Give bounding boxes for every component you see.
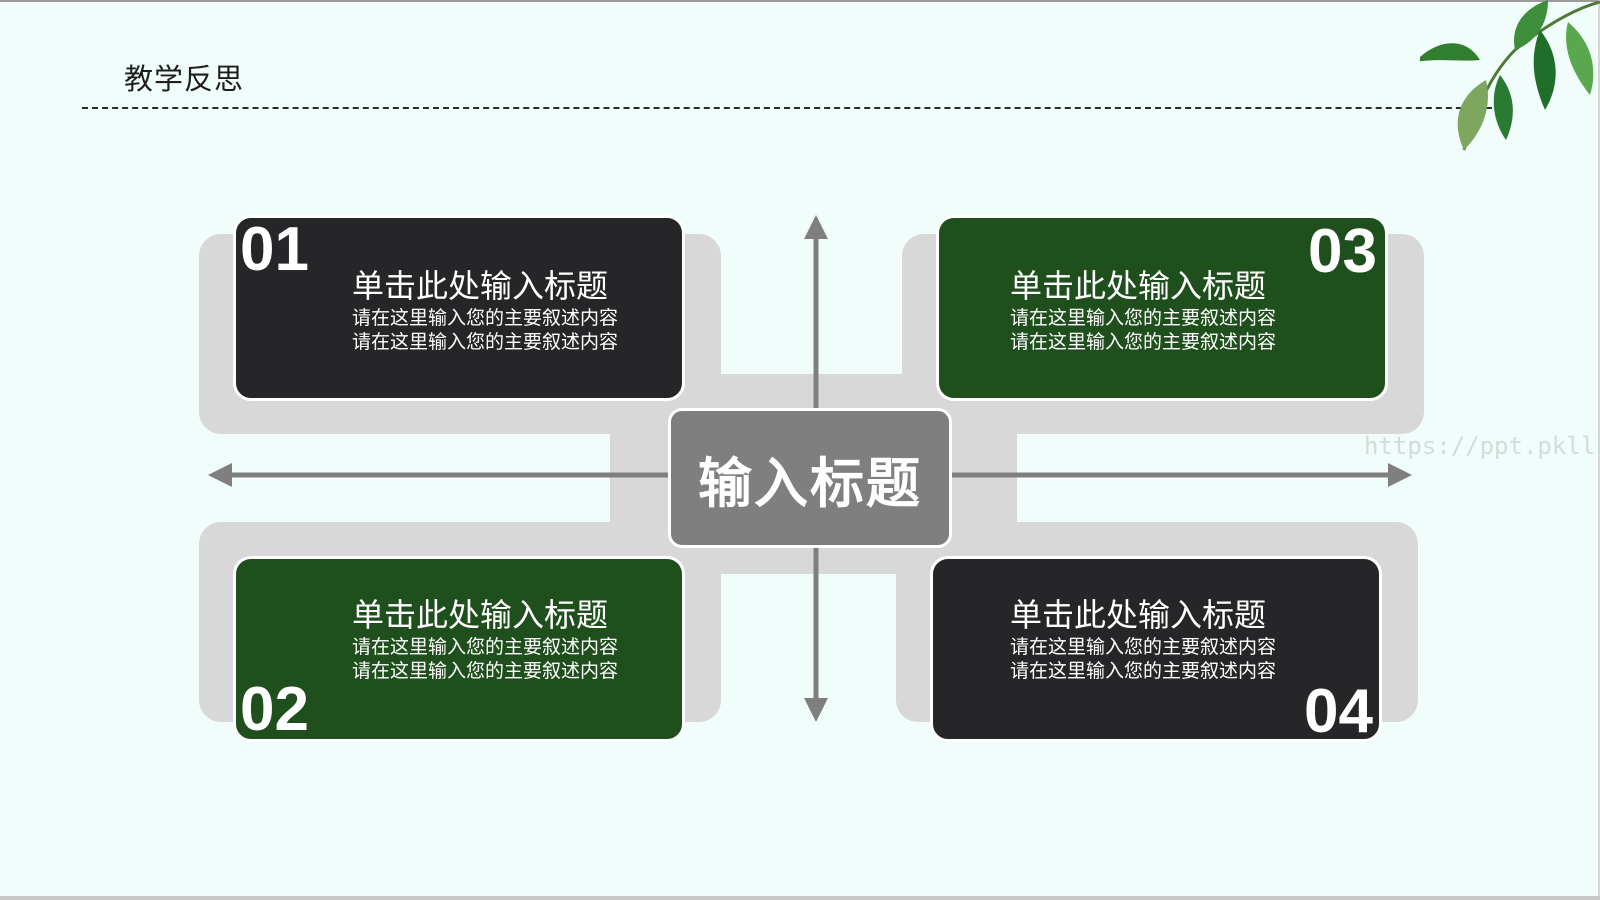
card-number: 01 [240,215,309,284]
card-03: 03 单击此处输入标题 请在这里输入您的主要叙述内容 请在这里输入您的主要叙述内… [936,215,1388,401]
card-title[interactable]: 单击此处输入标题 [1010,596,1267,634]
card-04: 单击此处输入标题 请在这里输入您的主要叙述内容 请在这里输入您的主要叙述内容 0… [930,556,1382,746]
card-title[interactable]: 单击此处输入标题 [1010,267,1267,305]
card-description-line[interactable]: 请在这里输入您的主要叙述内容 [352,331,619,353]
card-description-line[interactable]: 请在这里输入您的主要叙述内容 [1010,660,1277,682]
card-description-line[interactable]: 请在这里输入您的主要叙述内容 [352,660,619,682]
card-title[interactable]: 单击此处输入标题 [352,596,609,634]
card-description-line[interactable]: 请在这里输入您的主要叙述内容 [352,307,619,329]
card-number: 03 [1308,217,1377,286]
slide-border-bottom [0,896,1600,900]
green-leaves-icon [1420,0,1600,151]
slide-border-top [0,0,1600,2]
card-01: 01 单击此处输入标题 请在这里输入您的主要叙述内容 请在这里输入您的主要叙述内… [233,215,685,401]
center-title-box: 输入标题 [668,408,952,548]
card-description-line[interactable]: 请在这里输入您的主要叙述内容 [1010,636,1277,658]
watermark: https://ppt.pkll.de [1364,432,1600,460]
page-title: 教学反思 [124,62,245,96]
card-description-line[interactable]: 请在这里输入您的主要叙述内容 [352,636,619,658]
card-title[interactable]: 单击此处输入标题 [352,267,609,305]
slide-border-right [1598,0,1600,900]
header-divider [82,107,1502,109]
center-title[interactable]: 输入标题 [698,451,922,515]
card-description-line[interactable]: 请在这里输入您的主要叙述内容 [1010,307,1277,329]
card-number: 04 [1304,677,1373,746]
card-02: 单击此处输入标题 请在这里输入您的主要叙述内容 请在这里输入您的主要叙述内容 0… [233,556,685,742]
card-number: 02 [240,675,309,744]
card-description-line[interactable]: 请在这里输入您的主要叙述内容 [1010,331,1277,353]
